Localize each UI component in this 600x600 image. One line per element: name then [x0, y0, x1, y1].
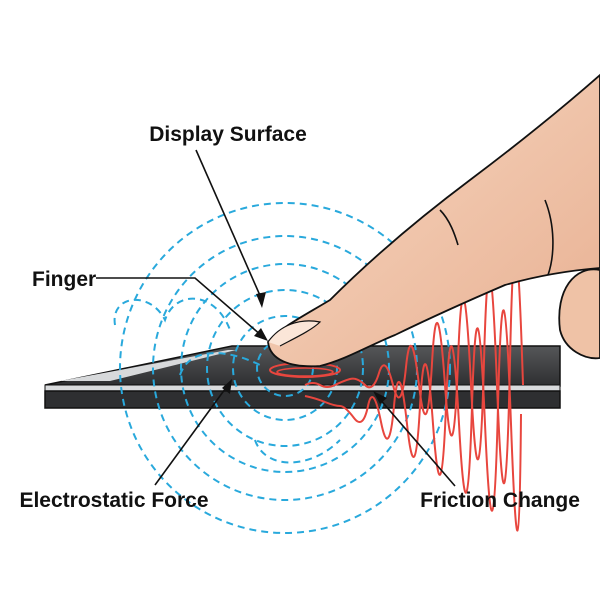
friction-waves: [269, 249, 524, 532]
label-display-surface: Display Surface: [149, 123, 307, 146]
label-finger: Finger: [32, 268, 96, 291]
label-electrostatic-force: Electrostatic Force: [19, 489, 208, 512]
label-friction-change: Friction Change: [420, 489, 580, 512]
finger: [267, 73, 600, 368]
leader-lines: [96, 149, 456, 487]
